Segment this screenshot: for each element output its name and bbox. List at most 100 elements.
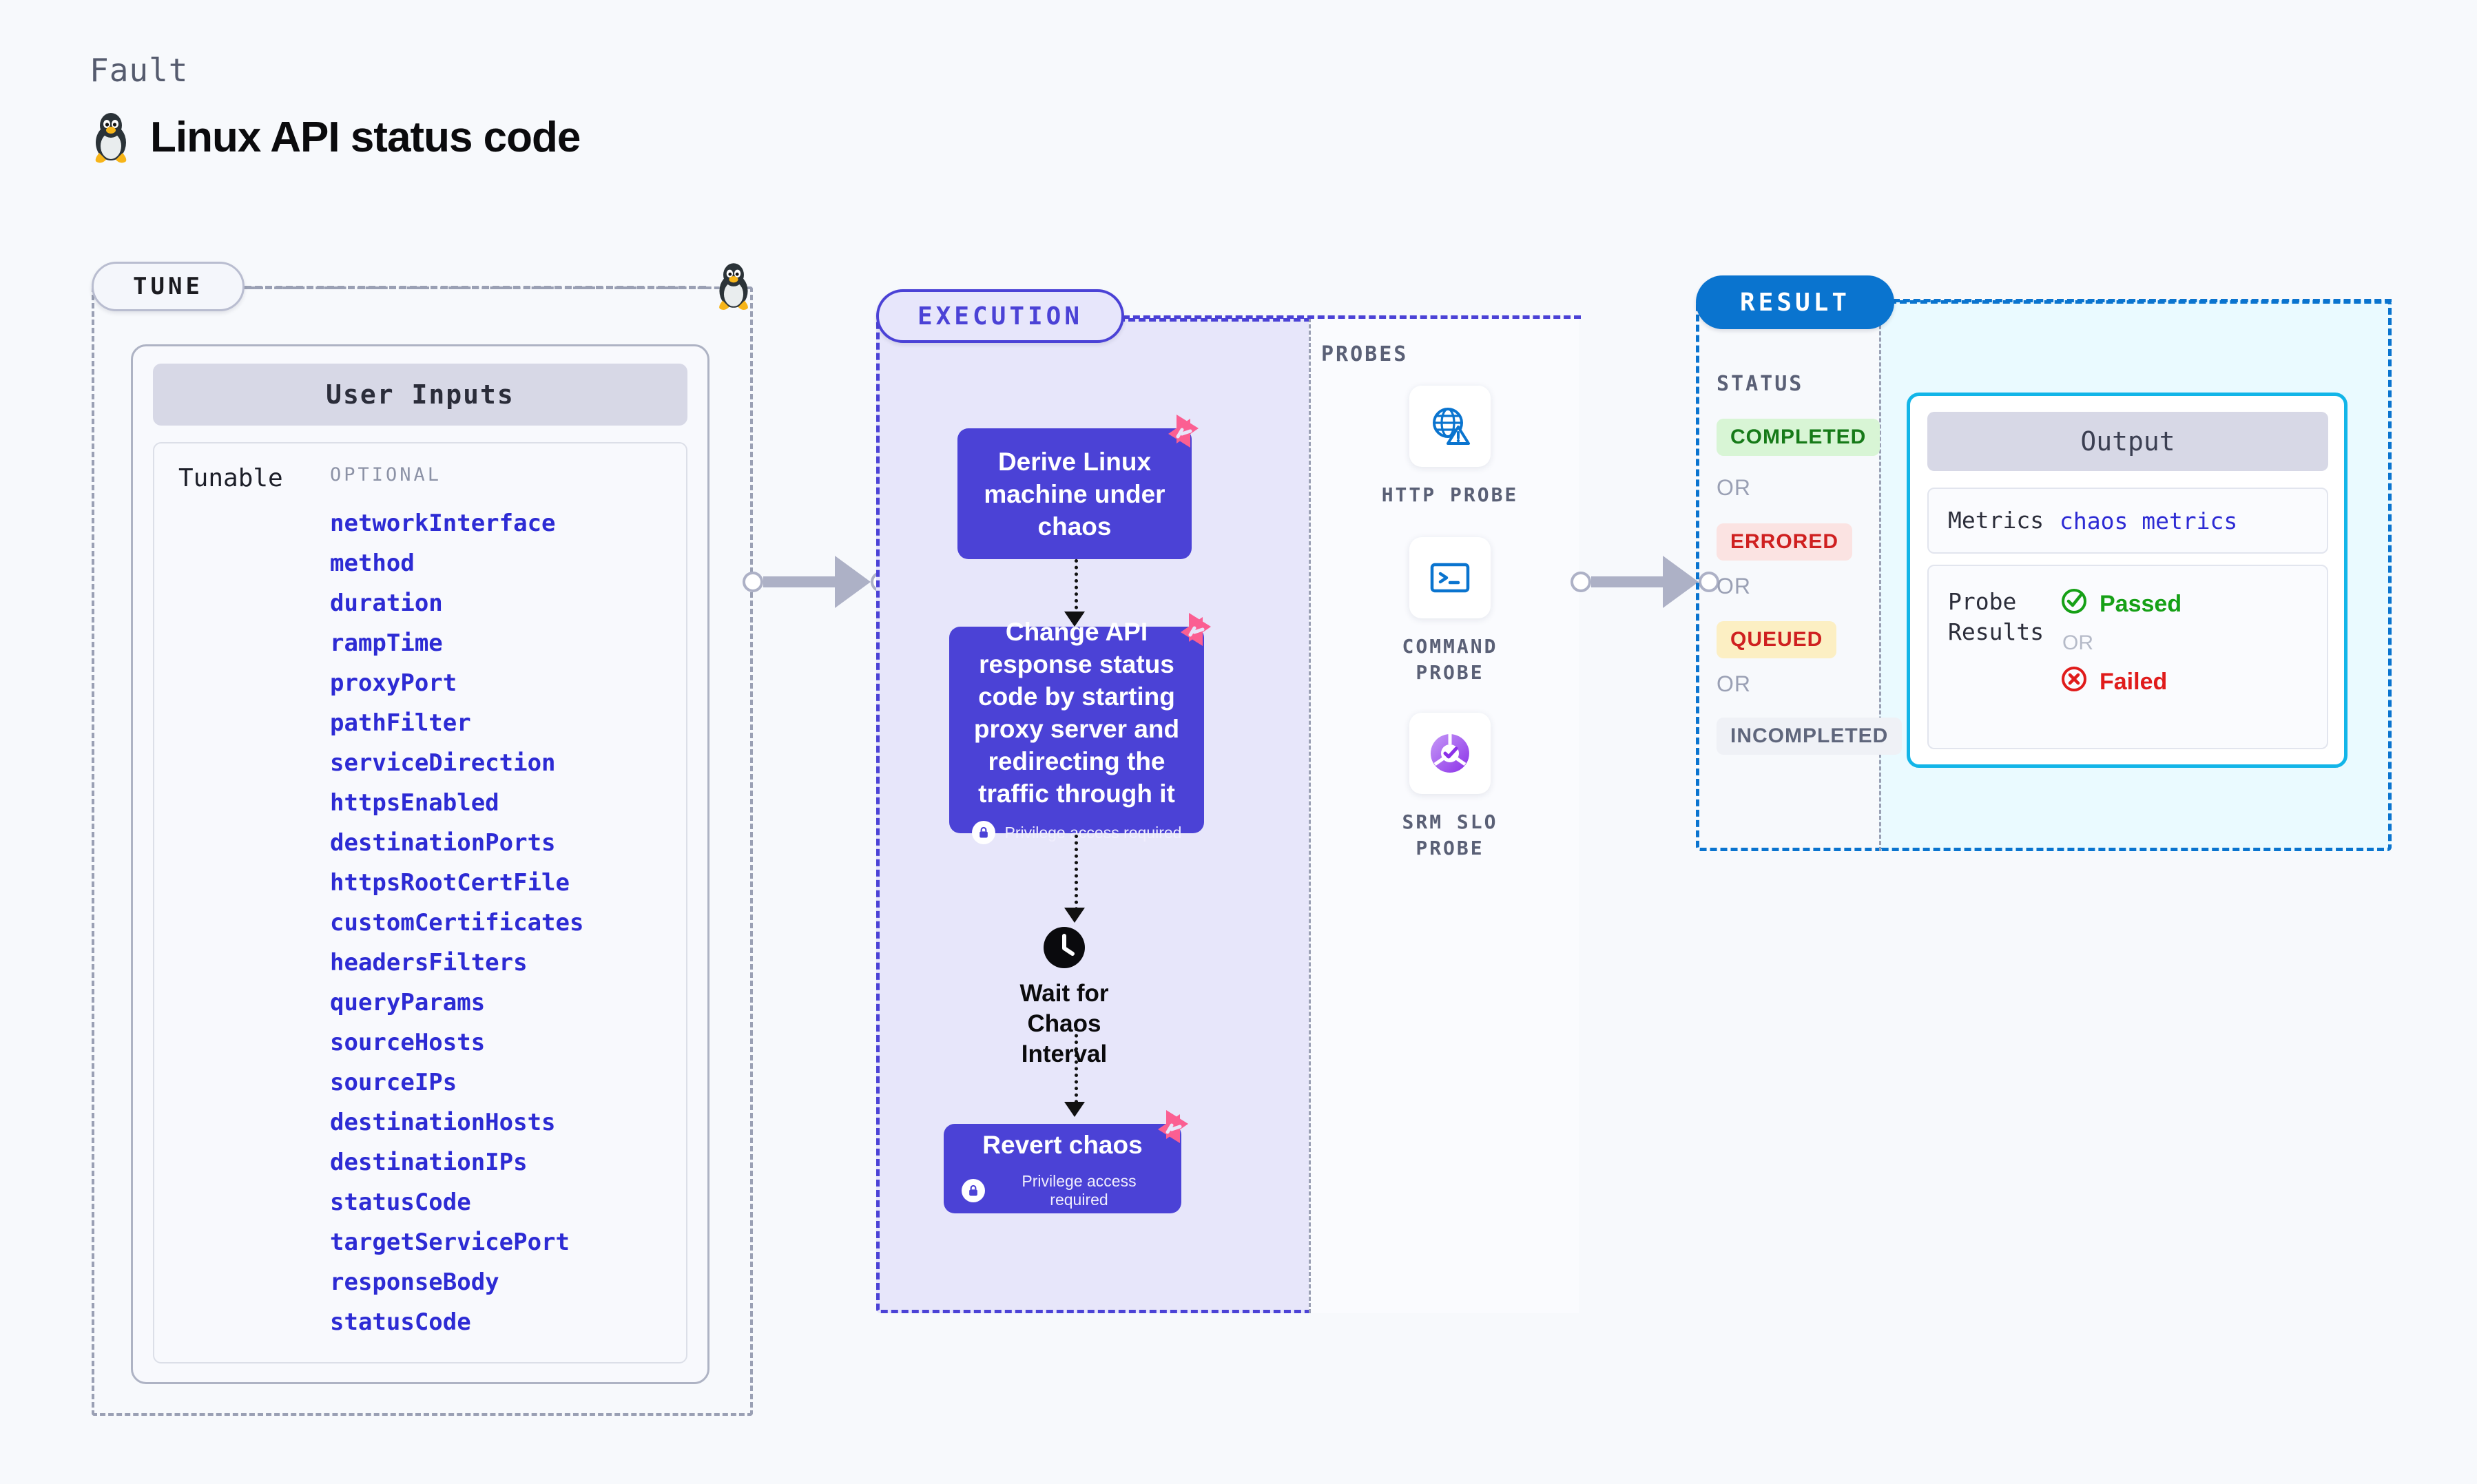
status-badge-incompleted: INCOMPLETED xyxy=(1717,718,1903,755)
execution-node-change-status-code[interactable]: Change API response status code by start… xyxy=(949,613,1211,844)
status-section-label: STATUS xyxy=(1717,372,1804,396)
flow-arrow-3 xyxy=(1064,1102,1085,1117)
linux-penguin-corner-icon xyxy=(714,260,754,311)
probe-results-key: Probe Results xyxy=(1948,588,2044,645)
linux-penguin-icon xyxy=(90,110,132,164)
flow-line-3 xyxy=(1075,1027,1078,1110)
tunable-item[interactable]: duration xyxy=(330,589,443,617)
tunable-list: OPTIONAL networkInterface method duratio… xyxy=(330,443,686,1362)
tunable-item[interactable]: httpsRootCertFile xyxy=(330,869,570,897)
result-leader-line xyxy=(1893,299,2392,302)
connector-bar xyxy=(1591,576,1667,587)
srm-slo-gauge-icon xyxy=(1409,713,1491,794)
tunable-item[interactable]: serviceDirection xyxy=(330,749,556,777)
status-badge-completed: COMPLETED xyxy=(1717,419,1880,456)
x-circle-icon xyxy=(2060,665,2089,700)
tunable-item[interactable]: destinationIPs xyxy=(330,1149,528,1176)
probe-result-passed: Passed xyxy=(2060,587,2181,622)
terminal-icon xyxy=(1409,537,1491,618)
probe-srm-slo[interactable]: SRM SLO PROBE xyxy=(1364,713,1536,861)
page-title-text: Linux API status code xyxy=(150,113,581,161)
lock-icon xyxy=(971,821,995,844)
tunable-item[interactable]: customCertificates xyxy=(330,909,584,937)
tunable-item[interactable]: proxyPort xyxy=(330,669,457,697)
user-inputs-title: User Inputs xyxy=(153,364,687,426)
status-or-label: OR xyxy=(1717,671,1751,696)
fault-kicker: Fault xyxy=(90,52,189,89)
tunable-item[interactable]: pathFilter xyxy=(330,709,471,737)
connector-end-dot xyxy=(1699,572,1719,592)
lock-icon xyxy=(962,1178,985,1202)
tunable-item[interactable]: statusCode xyxy=(330,1189,471,1216)
page-title: Linux API status code xyxy=(90,110,581,164)
privilege-note: Privilege access required xyxy=(971,821,1182,844)
probe-command[interactable]: COMMAND PROBE xyxy=(1364,537,1536,686)
node-title: Change API response status code by start… xyxy=(973,618,1180,808)
probe-results-values: Passed OR Failed xyxy=(2060,587,2181,748)
tunable-row-key: Tunable xyxy=(178,464,283,492)
probe-result-failed: Failed xyxy=(2060,665,2181,700)
tunable-item[interactable]: statusCode xyxy=(330,1308,471,1336)
tunable-item[interactable]: destinationPorts xyxy=(330,829,556,857)
failed-label: Failed xyxy=(2100,669,2168,695)
status-badge-errored: ERRORED xyxy=(1717,523,1853,561)
check-circle-icon xyxy=(2060,587,2089,622)
passed-label: Passed xyxy=(2100,591,2182,617)
execution-node-revert-chaos[interactable]: Revert chaos Privilege access required xyxy=(944,1110,1188,1213)
probes-subpanel-outline xyxy=(1309,318,1579,1313)
flow-line-1 xyxy=(1075,559,1078,623)
tunable-item[interactable]: method xyxy=(330,550,415,577)
metrics-value[interactable]: chaos metrics xyxy=(2060,507,2238,534)
privilege-note-text: Privilege access required xyxy=(1004,823,1182,842)
output-title: Output xyxy=(1927,412,2328,471)
status-or-label: OR xyxy=(1717,475,1751,500)
wait-label: Wait for Chaos Interval xyxy=(1019,980,1109,1067)
tune-leader-line xyxy=(245,286,706,289)
tunable-item[interactable]: responseBody xyxy=(330,1268,499,1296)
connector-start-dot xyxy=(743,572,763,592)
status-or-label: OR xyxy=(1717,574,1751,598)
tunable-item[interactable]: headersFilters xyxy=(330,949,528,976)
tunable-item[interactable]: rampTime xyxy=(330,629,443,657)
flow-line-2 xyxy=(1075,835,1078,917)
probe-name: SRM SLO PROBE xyxy=(1402,811,1498,859)
tunable-item[interactable]: targetServicePort xyxy=(330,1229,570,1256)
probe-name: COMMAND PROBE xyxy=(1402,635,1498,684)
connector-tune-to-execution xyxy=(743,556,891,608)
result-column-divider xyxy=(1879,300,1881,851)
tunable-item[interactable]: sourceHosts xyxy=(330,1029,486,1056)
probe-name: HTTP PROBE xyxy=(1381,483,1519,506)
chaos-fault-badge-icon xyxy=(1163,413,1207,457)
privilege-note-text: Privilege access required xyxy=(1022,1171,1137,1209)
connector-execution-to-result xyxy=(1571,556,1719,608)
connector-bar xyxy=(763,576,839,587)
flow-arrow-2 xyxy=(1064,908,1085,923)
probe-http[interactable]: HTTP PROBE xyxy=(1364,386,1536,508)
chaos-fault-badge-icon xyxy=(1152,1109,1196,1153)
tunable-item[interactable]: sourceIPs xyxy=(330,1069,457,1096)
tunable-section: Tunable OPTIONAL networkInterface method… xyxy=(153,442,687,1363)
probe-results-row: Probe Results Passed OR xyxy=(1927,565,2328,749)
globe-warning-icon xyxy=(1409,386,1491,467)
optional-label: OPTIONAL xyxy=(330,464,442,485)
connector-arrowhead xyxy=(835,556,871,608)
privilege-note: Privilege access required xyxy=(962,1172,1163,1209)
execution-pill: EXECUTION xyxy=(876,289,1124,343)
flow-arrow-1 xyxy=(1064,612,1085,627)
tunable-item[interactable]: destinationHosts xyxy=(330,1109,556,1136)
wait-for-chaos-interval: Wait for Chaos Interval xyxy=(999,926,1130,1069)
result-pill: RESULT xyxy=(1696,275,1894,329)
tunable-item[interactable]: networkInterface xyxy=(330,510,556,537)
node-title: Revert chaos xyxy=(982,1130,1143,1159)
tunable-item[interactable]: httpsEnabled xyxy=(330,789,499,817)
connector-arrowhead xyxy=(1663,556,1699,608)
tunable-item[interactable]: queryParams xyxy=(330,989,486,1016)
chaos-fault-badge-icon xyxy=(1175,612,1219,656)
connector-start-dot xyxy=(1571,572,1591,592)
metrics-row: Metrics chaos metrics xyxy=(1927,488,2328,554)
status-badge-queued: QUEUED xyxy=(1717,621,1837,658)
clock-icon xyxy=(1043,926,1086,969)
metrics-key: Metrics xyxy=(1948,507,2044,534)
execution-node-derive[interactable]: Derive Linux machine under chaos xyxy=(957,415,1199,559)
